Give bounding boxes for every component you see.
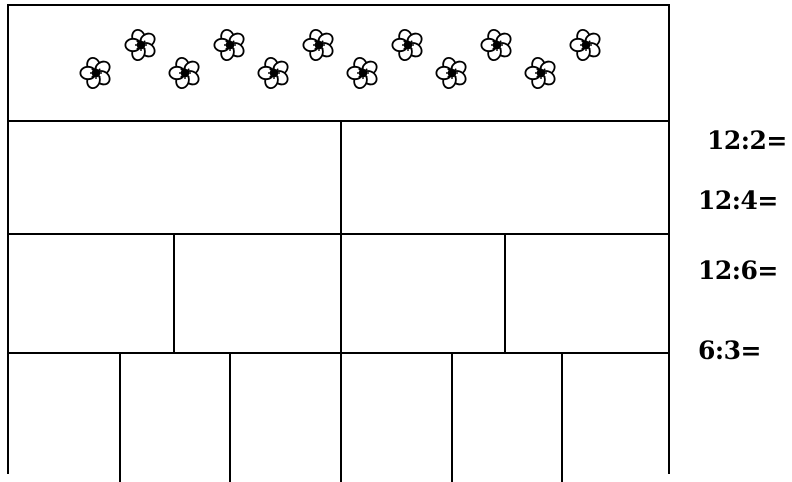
cell-divider <box>119 352 121 482</box>
flower-icon <box>391 28 425 62</box>
equation-12-div-6: 12:6= <box>698 256 778 285</box>
equation-12-div-2: 12:2= <box>707 126 787 155</box>
flower-icon <box>435 56 469 90</box>
row-divider <box>9 120 668 122</box>
cell-divider <box>561 352 563 482</box>
cell-divider <box>229 352 231 482</box>
flower-icon <box>79 56 113 90</box>
division-worksheet-table <box>7 4 670 474</box>
cell-divider <box>340 352 342 482</box>
cell-divider <box>340 120 342 233</box>
flower-icon <box>569 28 603 62</box>
flower-icon <box>213 28 247 62</box>
cell-divider <box>340 233 342 352</box>
cell-divider <box>451 352 453 482</box>
flower-icon <box>346 56 380 90</box>
flower-icon <box>124 28 158 62</box>
flower-icon <box>480 28 514 62</box>
flower-icon <box>168 56 202 90</box>
flower-icon <box>257 56 291 90</box>
row-divider <box>9 352 668 354</box>
flower-icon <box>302 28 336 62</box>
cell-divider <box>173 233 175 352</box>
cell-divider <box>504 233 506 352</box>
flower-icon <box>524 56 558 90</box>
equation-6-div-3: 6:3= <box>698 336 761 365</box>
equation-12-div-4: 12:4= <box>698 186 778 215</box>
row-divider <box>9 233 668 235</box>
